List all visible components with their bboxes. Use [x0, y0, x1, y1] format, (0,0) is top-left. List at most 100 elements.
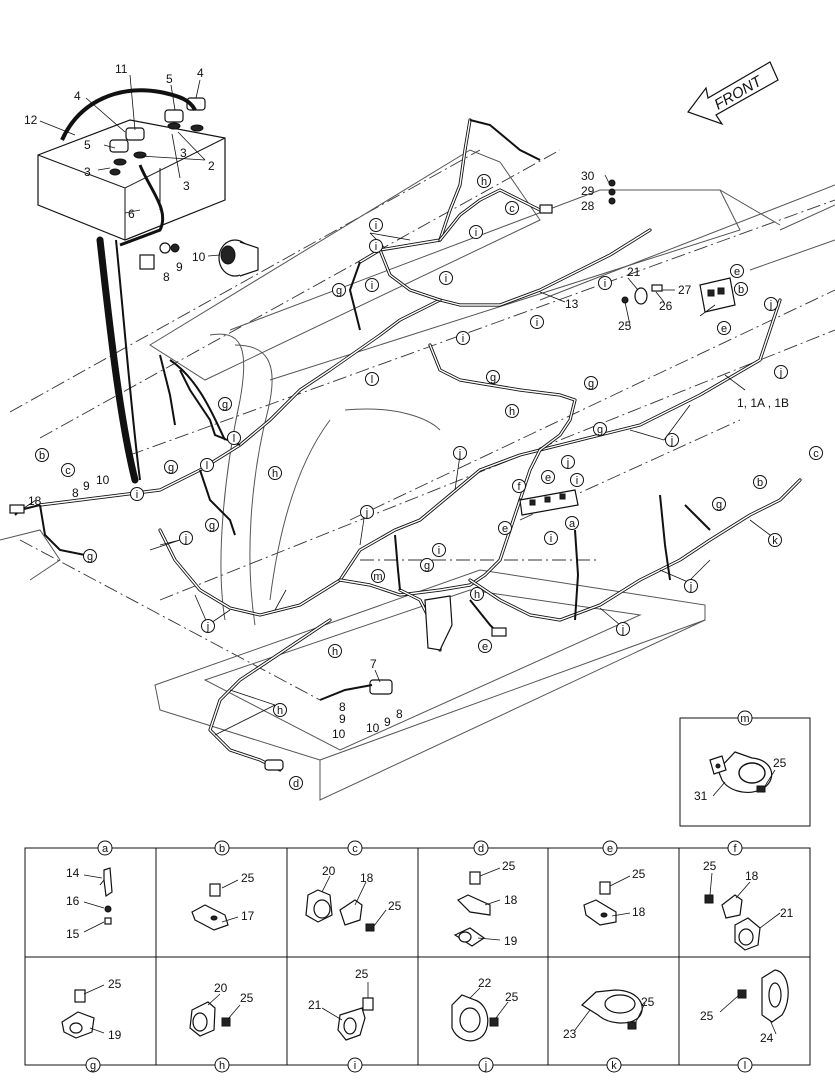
detail-f-part: 25: [703, 859, 717, 873]
detail-letter-b: b: [219, 843, 225, 855]
detail-h-part: 25: [240, 991, 254, 1005]
clamp-letter: k: [772, 535, 778, 547]
front-arrow-icon: FRONT: [687, 61, 779, 126]
clamp-letter: i: [136, 489, 138, 501]
detail-m-part-25: 25: [773, 756, 787, 770]
clamp-letter: j: [566, 457, 569, 469]
callout-3: 3: [84, 165, 91, 179]
clamp-letter: h: [474, 589, 480, 601]
battery-assembly: [37, 88, 259, 277]
callout-30: 30: [581, 169, 595, 183]
detail-f-part: 18: [745, 869, 759, 883]
detail-letter-a: a: [102, 843, 109, 855]
callout-3: 3: [180, 146, 187, 160]
clamp-letter: l: [233, 433, 235, 445]
callout-4: 4: [197, 66, 204, 80]
detail-c-part: 25: [388, 899, 402, 913]
detail-k-part: 25: [641, 995, 655, 1009]
callout-6: 6: [128, 207, 135, 221]
detail-h-part: 20: [214, 981, 228, 995]
clamp-letter: h: [481, 176, 487, 188]
clamp-letter: d: [293, 778, 299, 790]
clamp-letter: m: [373, 571, 382, 583]
clamp-letter: g: [597, 424, 603, 436]
detail-letter-f: f: [733, 843, 737, 855]
callout-10: 10: [192, 250, 206, 264]
clamp-letter: j: [458, 448, 461, 460]
detail-i-part: 21: [308, 998, 322, 1012]
clamp-letter: j: [206, 621, 209, 633]
clamp-letter: l: [371, 374, 373, 386]
clamp-letter: g: [336, 285, 342, 297]
clamp-letter: j: [621, 624, 624, 636]
callout-9: 9: [339, 712, 346, 726]
callout-9: 9: [384, 715, 391, 729]
detail-d-part: 25: [502, 859, 516, 873]
callout-25: 25: [618, 319, 632, 333]
detail-b-part: 25: [241, 871, 255, 885]
detail-a-part: 16: [66, 894, 80, 908]
detail-cell-f: f 25 18 21: [703, 840, 794, 951]
callout-29: 29: [581, 184, 595, 198]
callout-3: 3: [183, 179, 190, 193]
detail-i-part: 25: [355, 967, 369, 981]
clamp-letter: i: [371, 280, 373, 292]
callout-9: 9: [83, 479, 90, 493]
clamp-letter: c: [509, 203, 515, 215]
callout-10: 10: [96, 473, 110, 487]
callout-13: 13: [565, 297, 579, 311]
detail-d-part: 19: [504, 934, 518, 948]
detail-b-part: 17: [241, 909, 255, 923]
callout-26: 26: [659, 299, 673, 313]
callout-4: 4: [74, 89, 81, 103]
callout-18: 18: [28, 494, 42, 508]
detail-g-part: 19: [108, 1028, 122, 1042]
detail-cell-b: b 25 17: [191, 840, 255, 931]
connector-clusters: [9, 179, 736, 771]
clamp-letter: h: [509, 406, 515, 418]
detail-cell-e: e 25 18: [583, 840, 646, 926]
callout-2: 2: [208, 159, 215, 173]
clamp-letter: g: [168, 462, 174, 474]
clamp-letter: i: [462, 333, 464, 345]
clamp-letter: i: [445, 273, 447, 285]
clamp-letter: l: [206, 460, 208, 472]
detail-table: a 14 16 15 b 25 17 c: [24, 840, 811, 1073]
detail-a-part: 14: [66, 866, 80, 880]
detail-letter-k: k: [611, 1060, 617, 1072]
clamp-letter: j: [779, 367, 782, 379]
callout-28: 28: [581, 199, 595, 213]
clamp-letter: i: [438, 545, 440, 557]
callout-8: 8: [72, 486, 79, 500]
detail-letter-c: c: [352, 843, 358, 855]
clamp-letter: i: [475, 227, 477, 239]
clamp-letter: j: [689, 581, 692, 593]
detail-cell-c: c 20 18 25: [305, 840, 402, 932]
callout-8: 8: [396, 707, 403, 721]
clamp-letter: c: [813, 448, 819, 460]
clamp-letter: a: [569, 518, 576, 530]
clamp-letter: i: [550, 533, 552, 545]
clamp-letter: j: [769, 299, 772, 311]
clamp-letter: g: [424, 560, 430, 572]
clamp-letter: h: [272, 468, 278, 480]
clamp-letter: e: [545, 472, 551, 484]
callout-5: 5: [84, 138, 91, 152]
detail-k-part: 23: [563, 1027, 577, 1041]
chassis-frame: [0, 149, 835, 801]
detail-c-part: 18: [360, 871, 374, 885]
callout-27: 27: [678, 283, 692, 297]
clamp-letter: j: [184, 533, 187, 545]
clamp-letter: i: [536, 317, 538, 329]
callout-1-1a-1b: 1, 1A , 1B: [737, 396, 789, 410]
callout-21: 21: [627, 265, 641, 279]
detail-letter-i: i: [354, 1060, 356, 1072]
detail-cell-k: k 25 23: [563, 989, 655, 1073]
detail-cell-h: h 20 25: [189, 981, 254, 1073]
detail-letter-h: h: [219, 1060, 225, 1072]
clamp-letter: i: [604, 278, 606, 290]
detail-cell-j: j 22 25: [451, 976, 519, 1073]
detail-j-part: 22: [478, 976, 492, 990]
detail-a-part: 15: [66, 927, 80, 941]
